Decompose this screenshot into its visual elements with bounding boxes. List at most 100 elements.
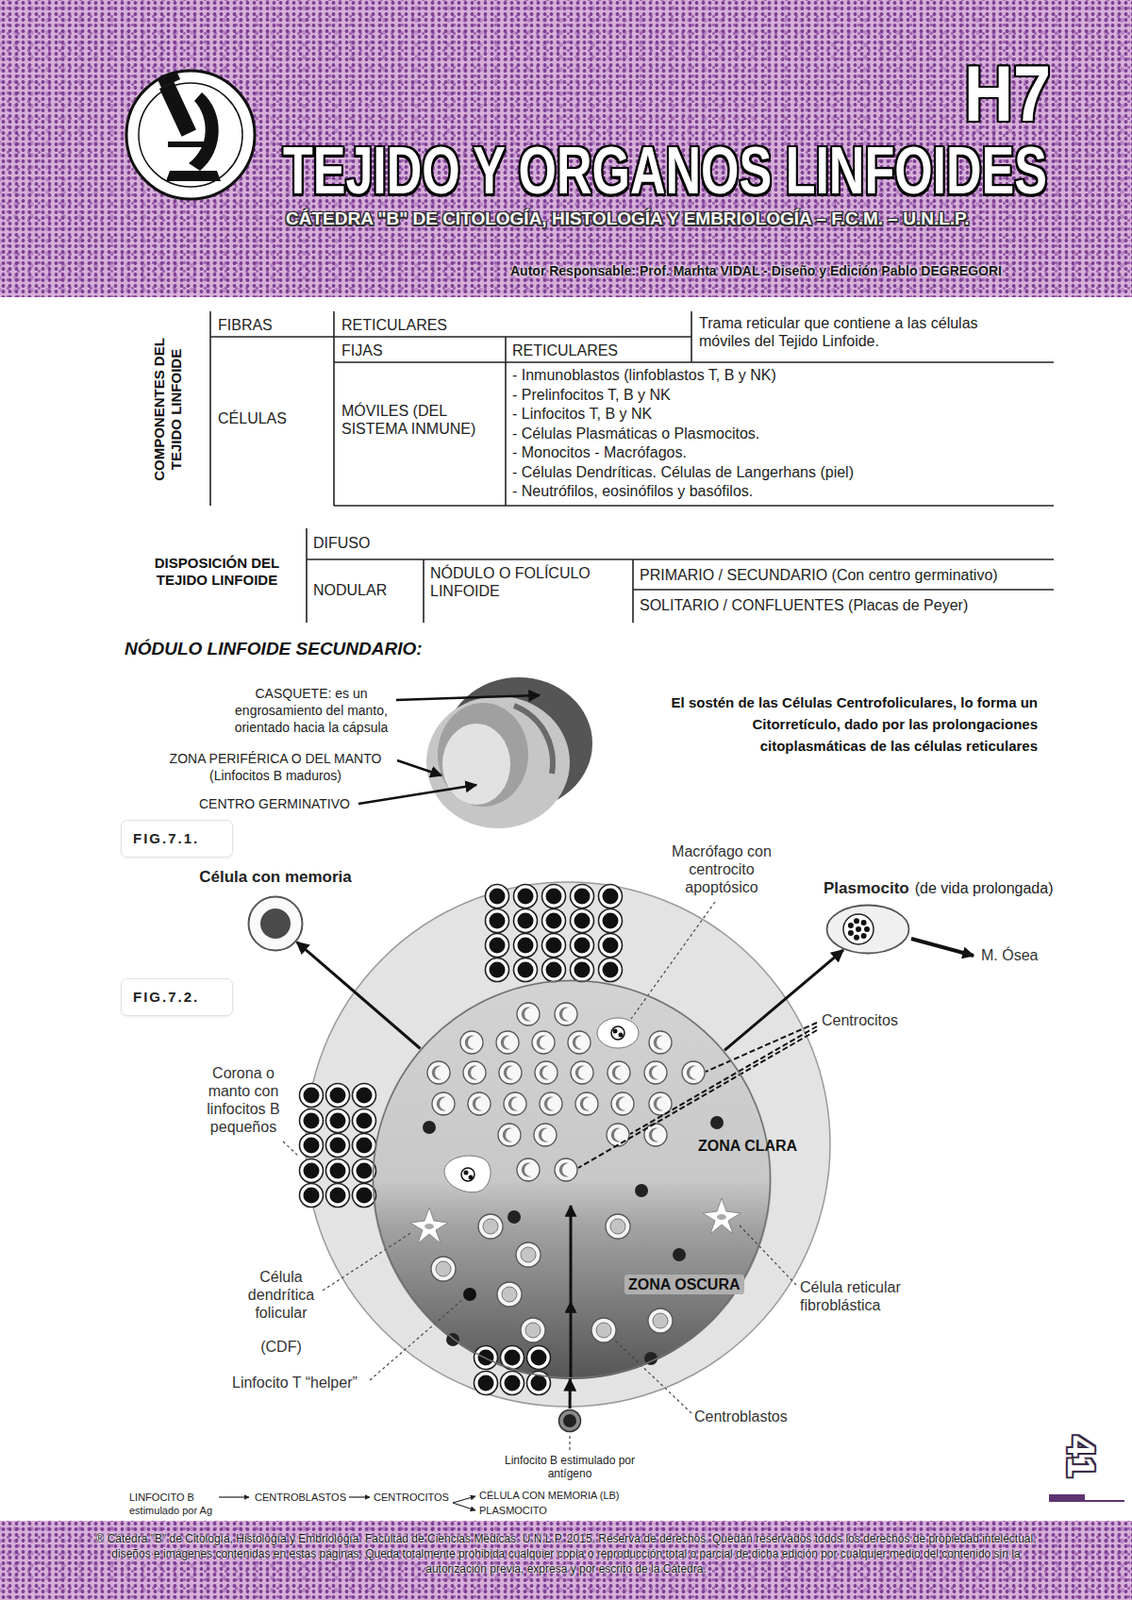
page-number: 41 [1060, 1435, 1102, 1479]
list-item: - Células Plasmáticas o Plasmocitos. [512, 424, 760, 443]
microscope-symbol [166, 170, 221, 182]
logo [126, 70, 255, 200]
dark-cell [507, 1210, 521, 1224]
page-bar [1084, 1499, 1125, 1502]
centrocyte [606, 1123, 630, 1147]
copyright-notice: ® Cátedra "B" de Citología, Histología y… [94, 1531, 1038, 1577]
list-item: - Inmunoblastos (linfoblastos T, B y NK) [512, 366, 777, 384]
leader-line [283, 1141, 300, 1157]
leader-line [630, 1026, 817, 1134]
callout-label: Linfocito T “helper” [232, 1373, 358, 1392]
b-lymphocyte [352, 1133, 377, 1158]
centrocyte [649, 1031, 672, 1054]
b-lymphocyte [570, 909, 595, 933]
flow-step: CÉLULA CON MEMORIA (LB) [479, 1488, 620, 1502]
b-lymphocyte [485, 909, 510, 933]
node-label: FIG.7.1. [133, 829, 221, 849]
pointer-arrow [397, 760, 442, 776]
b-lymphocyte [485, 933, 510, 958]
apoptotic-body [468, 1175, 474, 1181]
logo-ring [138, 83, 243, 187]
centrocyte [534, 1061, 558, 1084]
table-line [632, 559, 634, 623]
dendritic-cell [410, 1207, 449, 1244]
chromatin-dot [853, 917, 860, 924]
callout-label: Macrófago con centrocito apoptósico [671, 842, 772, 897]
connector-arrow [297, 942, 421, 1049]
figure-tag: FIG.7.2. [120, 978, 234, 1016]
pointer-arrow [396, 695, 540, 700]
b-lymphocyte [599, 958, 623, 983]
centrocyte [554, 1158, 578, 1182]
centrocyte [570, 1061, 594, 1084]
dark-cell [710, 1115, 724, 1130]
microscope-symbol [167, 141, 208, 148]
macrophage [597, 1017, 639, 1049]
apoptotic-body [613, 1029, 618, 1034]
callout-label: CASQUETE: es un engrosamiento del manto,… [230, 684, 393, 736]
centrocyte [427, 1061, 450, 1084]
table-line [209, 311, 212, 506]
b-lymphocyte [352, 1159, 377, 1183]
table-line [632, 588, 1054, 591]
mantle-shape [426, 696, 570, 829]
flow-step: CENTROCITOS [373, 1490, 450, 1504]
callout-label: Centroblastos [694, 1407, 788, 1426]
centrocyte [432, 1092, 455, 1116]
node-label: Plasmocito [823, 879, 910, 898]
table-cell: MÓVILES (DEL SISTEMA INMUNE) [341, 401, 498, 438]
b-lymphocyte [326, 1083, 350, 1108]
page-bar [1048, 1494, 1085, 1502]
b-lymphocyte [326, 1109, 350, 1133]
microscope-symbol [188, 92, 219, 171]
table-line [305, 528, 308, 623]
microscope-symbol [157, 71, 181, 88]
reticular-cell [702, 1198, 741, 1234]
centrocyte [467, 1092, 491, 1116]
centroblast [431, 1256, 456, 1282]
node-label: ZONA CLARA [698, 1136, 798, 1155]
leader-line [631, 901, 716, 1019]
b-lymphocyte [542, 958, 566, 983]
centroblast [516, 1242, 541, 1267]
table-cell: DIFUSO [313, 533, 370, 552]
flow-arrow [218, 1496, 250, 1498]
list-item: - Células Dendríticas. Células de Langer… [512, 463, 854, 482]
b-lymphocyte [542, 933, 566, 958]
table-cell: NODULAR [313, 581, 387, 600]
b-lymphocyte [542, 884, 566, 909]
b-lymphocyte [326, 1133, 350, 1158]
table-cell: CÉLULAS [217, 409, 287, 428]
b-lymphocyte [326, 1183, 350, 1208]
callout-label: Célula reticular fibroblástica [799, 1278, 918, 1315]
nucleus [843, 914, 874, 945]
b-lymphocyte [527, 1346, 551, 1370]
leader-line [578, 1030, 817, 1168]
table-cell: NÓDULO O FOLÍCULO LINFOIDE [430, 564, 600, 600]
stimulated-b-cell-outline [559, 1410, 582, 1432]
b-lymphocyte [514, 933, 538, 958]
centrocyte [554, 1002, 578, 1026]
chromatin-dot [864, 926, 870, 933]
table-line [422, 559, 425, 623]
b-lymphocyte [599, 933, 623, 958]
chromatin-dot [855, 926, 862, 933]
b-lymphocyte [570, 933, 595, 958]
flow-step: CENTROBLASTOS [254, 1490, 347, 1504]
callout-label: M. Ósea [981, 946, 1038, 965]
label-group: Plasmocito(de vida prolongada) [823, 879, 1053, 899]
centroblast [648, 1308, 673, 1333]
centroblast [478, 1214, 503, 1239]
b-lymphocyte [514, 884, 538, 909]
flow-arrow [452, 1502, 476, 1511]
connector-arrow [724, 949, 844, 1050]
plasma-cell: Plasmocito(de vida prolongada) [825, 903, 911, 955]
b-lymphocyte [514, 958, 538, 983]
section-heading: NÓDULO LINFOIDE SECUNDARIO: [124, 638, 423, 660]
centrocyte [516, 1002, 540, 1026]
germinal-center: ZONA CLARAZONA OSCURA [371, 979, 772, 1380]
pointer-arrow [358, 784, 477, 804]
germinal-center-outline [373, 981, 771, 1379]
b-lymphocyte [299, 1109, 324, 1133]
